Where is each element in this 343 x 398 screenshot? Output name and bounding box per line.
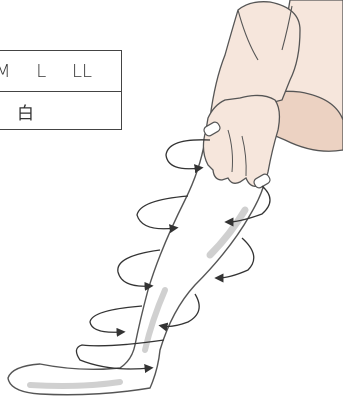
pulling-hand [203, 95, 279, 186]
